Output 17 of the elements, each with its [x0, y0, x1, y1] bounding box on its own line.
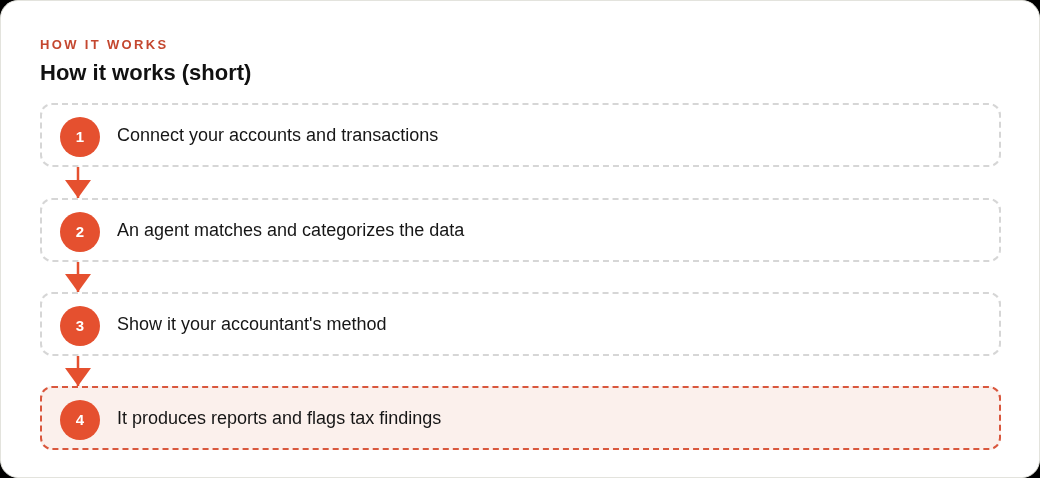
step-card — [40, 198, 1001, 262]
step-text: Connect your accounts and transactions — [117, 124, 439, 147]
step-number: 4 — [60, 400, 100, 440]
step-card — [40, 386, 1001, 450]
step-number: 1 — [60, 117, 100, 157]
eyebrow-label: HOW IT WORKS — [40, 37, 169, 53]
arrow — [65, 167, 91, 198]
step-card — [40, 103, 1001, 167]
step-number: 2 — [60, 212, 100, 252]
title: How it works (short) — [40, 59, 252, 87]
step-text: Show it your accountant's method — [117, 313, 387, 336]
step-number: 3 — [60, 306, 100, 346]
step-card — [40, 292, 1001, 356]
step-text: It produces reports and flags tax findings — [117, 407, 442, 430]
arrow — [65, 262, 91, 292]
step-text: An agent matches and categorizes the data — [117, 219, 465, 242]
arrow — [65, 356, 91, 386]
